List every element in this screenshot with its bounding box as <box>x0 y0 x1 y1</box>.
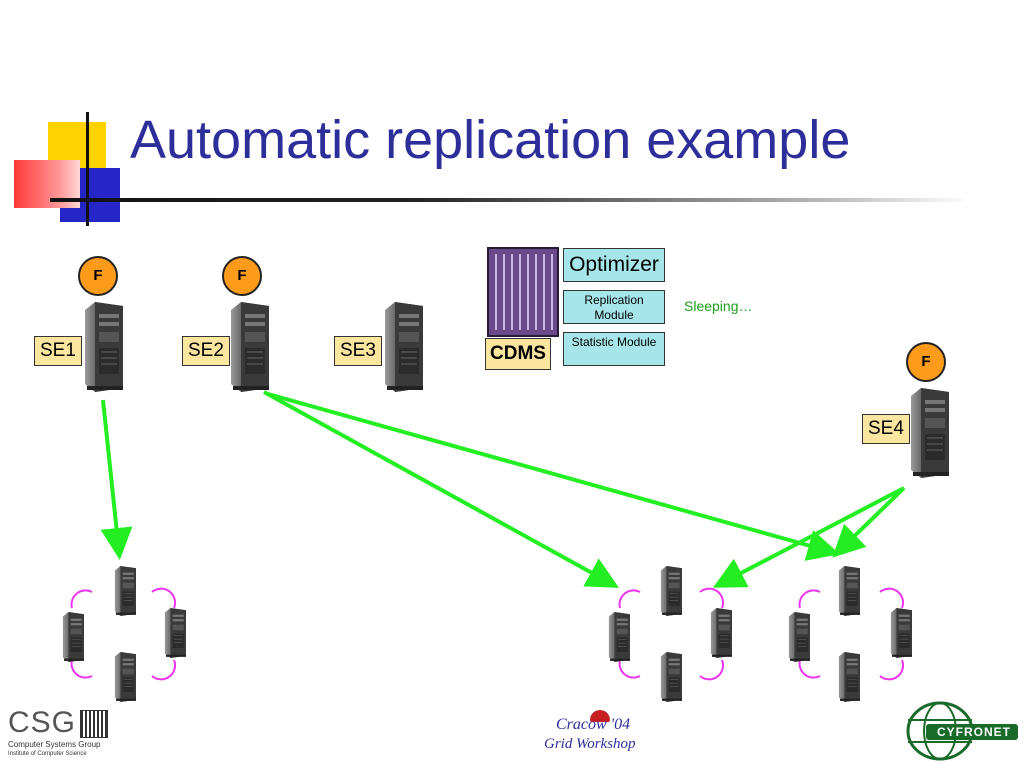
cracow-hat-icon <box>590 710 610 722</box>
file-badge-se4: F <box>906 342 946 382</box>
arrow-se1-cluster1 <box>100 399 133 560</box>
csg-line2: Institute of Computer Science <box>8 751 87 757</box>
csg-logo: CSG Computer Systems Group Institute of … <box>8 706 118 762</box>
cdms-rack <box>487 247 559 337</box>
optimizer-module: Optimizer <box>563 248 665 282</box>
replication-arrows <box>100 390 906 588</box>
se2-server <box>230 302 270 392</box>
arrow-se2-cluster2 <box>263 390 620 588</box>
se1-label: SE1 <box>34 336 82 366</box>
arrow-se2-cluster3 <box>267 392 840 561</box>
title-divider <box>50 198 970 202</box>
arrow-se4-cluster3 <box>832 486 906 558</box>
se2-label: SE2 <box>182 336 230 366</box>
cluster-3 <box>788 566 913 702</box>
cracow-line2: Grid Workshop <box>544 736 636 752</box>
cdms-label: CDMS <box>485 338 551 370</box>
file-badge-se1: F <box>78 256 118 296</box>
cluster-1 <box>62 566 187 702</box>
statistic-module: Statistic Module <box>563 332 665 366</box>
status-text: Sleeping… <box>684 298 753 314</box>
se3-server <box>384 302 424 392</box>
se3-label: SE3 <box>334 336 382 366</box>
csg-logo-mark: CSG <box>8 706 77 739</box>
se4-server <box>910 388 950 478</box>
cracow-logo: Cracow '04 Grid Workshop <box>544 704 664 760</box>
cyfronet-globe-icon <box>906 701 1018 761</box>
corner-decoration <box>0 0 140 230</box>
csg-barcode-icon <box>80 710 109 738</box>
se4-label: SE4 <box>862 414 910 444</box>
slide-title: Automatic replication example <box>130 110 851 170</box>
csg-line1: Computer Systems Group <box>8 740 101 749</box>
file-badge-se2: F <box>222 256 262 296</box>
cyfronet-logo: CYFRONET <box>904 700 1020 762</box>
cracow-line1: Cracow '04 <box>556 716 631 733</box>
cyfronet-text: CYFRONET <box>937 725 1011 739</box>
se1-server <box>84 302 124 392</box>
cluster-2 <box>608 566 733 702</box>
replication-module: Replication Module <box>563 290 665 324</box>
arrow-se4-cluster2 <box>712 486 905 588</box>
